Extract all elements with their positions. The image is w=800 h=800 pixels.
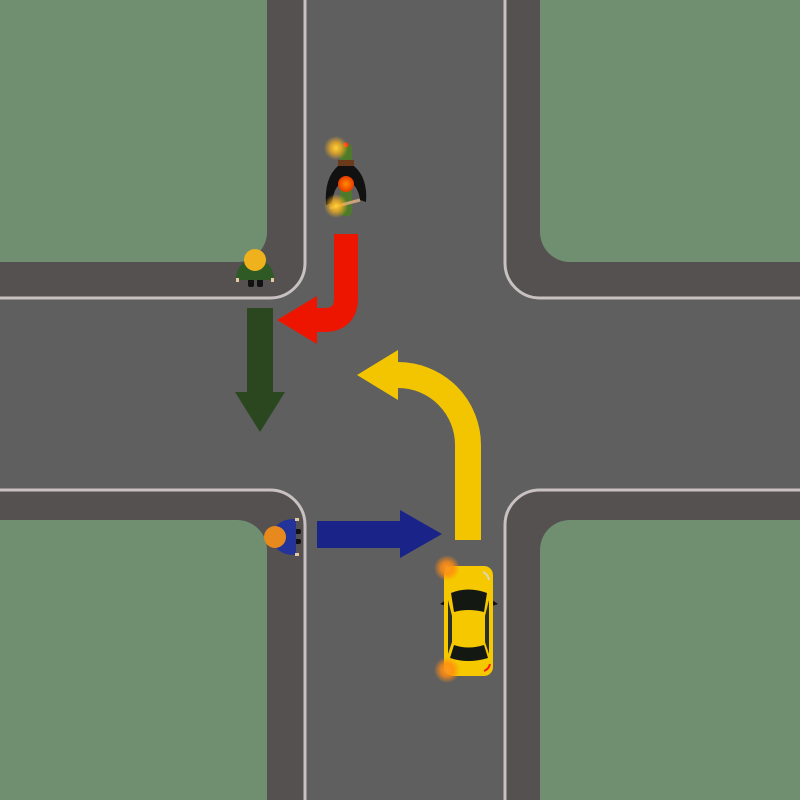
blue-straight-arrow (317, 510, 442, 558)
grass-top-left (0, 0, 267, 262)
yellow-turn-arrow (357, 350, 481, 540)
red-turn-arrow (277, 234, 358, 344)
curb-top-left (0, 0, 307, 300)
curb-bottom-right (503, 488, 800, 800)
blinker-front-left (434, 555, 460, 581)
motorcycle-icon (324, 136, 367, 218)
grass-bottom-right (540, 520, 800, 800)
car-icon (434, 555, 498, 683)
blinker-front-left (324, 136, 348, 160)
pedestrian-icon (264, 518, 301, 556)
pedestrian-icon (236, 249, 274, 287)
curb-bottom-left (0, 488, 307, 800)
green-straight-arrow (235, 308, 285, 432)
blinker-rear-left (434, 657, 460, 683)
rider-helmet (338, 176, 354, 192)
curb-top-right (503, 0, 800, 300)
blinker-rear-left (324, 194, 348, 218)
grass-bottom-left (0, 520, 267, 800)
grass-top-right (540, 0, 800, 262)
